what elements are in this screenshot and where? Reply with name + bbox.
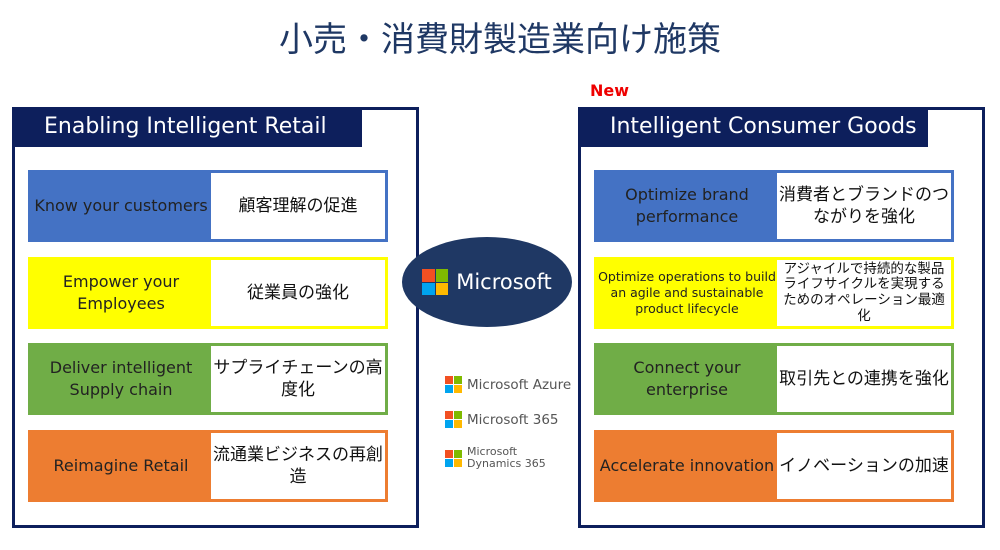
microsoft-label: Microsoft: [456, 270, 552, 294]
right-row-2: Optimize operations to build an agile an…: [594, 257, 954, 329]
row-english-label: Optimize operations to build an agile an…: [598, 268, 776, 317]
product-365: Microsoft 365: [445, 411, 559, 428]
row-japanese-label: 取引先との連携を強化: [777, 346, 951, 412]
row-english-label: Accelerate innovation: [599, 456, 775, 476]
retail-panel: Enabling Intelligent Retail: [12, 107, 419, 528]
left-row-2: Empower your Employees 従業員の強化: [28, 257, 388, 329]
left-row-4: Reimagine Retail 流通業ビジネスの再創造: [28, 430, 388, 502]
microsoft-logo-icon: [445, 411, 462, 428]
row-english-label: Know your customers: [34, 196, 208, 216]
row-japanese-label: サプライチェーンの高度化: [211, 346, 385, 412]
product-dynamics: Microsoft Dynamics 365: [445, 445, 547, 471]
microsoft-ellipse: Microsoft: [402, 237, 572, 327]
row-english-label: Empower your Employees: [62, 272, 180, 313]
page-title: 小売・消費財製造業向け施策: [279, 20, 721, 60]
row-japanese-label: 流通業ビジネスの再創造: [211, 433, 385, 499]
row-japanese-label: 消費者とブランドのつながりを強化: [777, 173, 951, 239]
right-row-3: Connect your enterprise 取引先との連携を強化: [594, 343, 954, 415]
product-label: Microsoft 365: [467, 411, 559, 428]
row-english-label: Deliver intelligent Supply chain: [49, 358, 193, 399]
right-row-1: Optimize brand performance 消費者とブランドのつながりを…: [594, 170, 954, 242]
product-label: Microsoft Dynamics 365: [467, 445, 546, 471]
row-english-label: Reimagine Retail: [53, 456, 189, 476]
microsoft-logo-icon: [422, 269, 449, 295]
product-azure: Microsoft Azure: [445, 376, 571, 393]
microsoft-logo-icon: [445, 376, 462, 393]
new-badge: New: [590, 81, 630, 100]
row-japanese-label: アジャイルで持続的な製品ライフサイクルを実現するためのオペレーション最適化: [777, 260, 951, 326]
microsoft-logo-icon: [445, 449, 462, 467]
row-english-label: Connect your enterprise: [633, 358, 741, 399]
consumer-goods-panel: Intelligent Consumer Goods: [578, 107, 985, 528]
left-row-3: Deliver intelligent Supply chain サプライチェーン…: [28, 343, 388, 415]
row-japanese-label: イノベーションの加速: [777, 433, 951, 499]
row-japanese-label: 従業員の強化: [211, 260, 385, 326]
row-japanese-label: 顧客理解の促進: [211, 173, 385, 239]
retail-panel-header: Enabling Intelligent Retail: [12, 107, 362, 147]
consumer-goods-panel-header: Intelligent Consumer Goods: [578, 107, 928, 147]
row-english-label: Optimize brand performance: [625, 185, 749, 226]
product-label: Microsoft Azure: [467, 376, 572, 393]
